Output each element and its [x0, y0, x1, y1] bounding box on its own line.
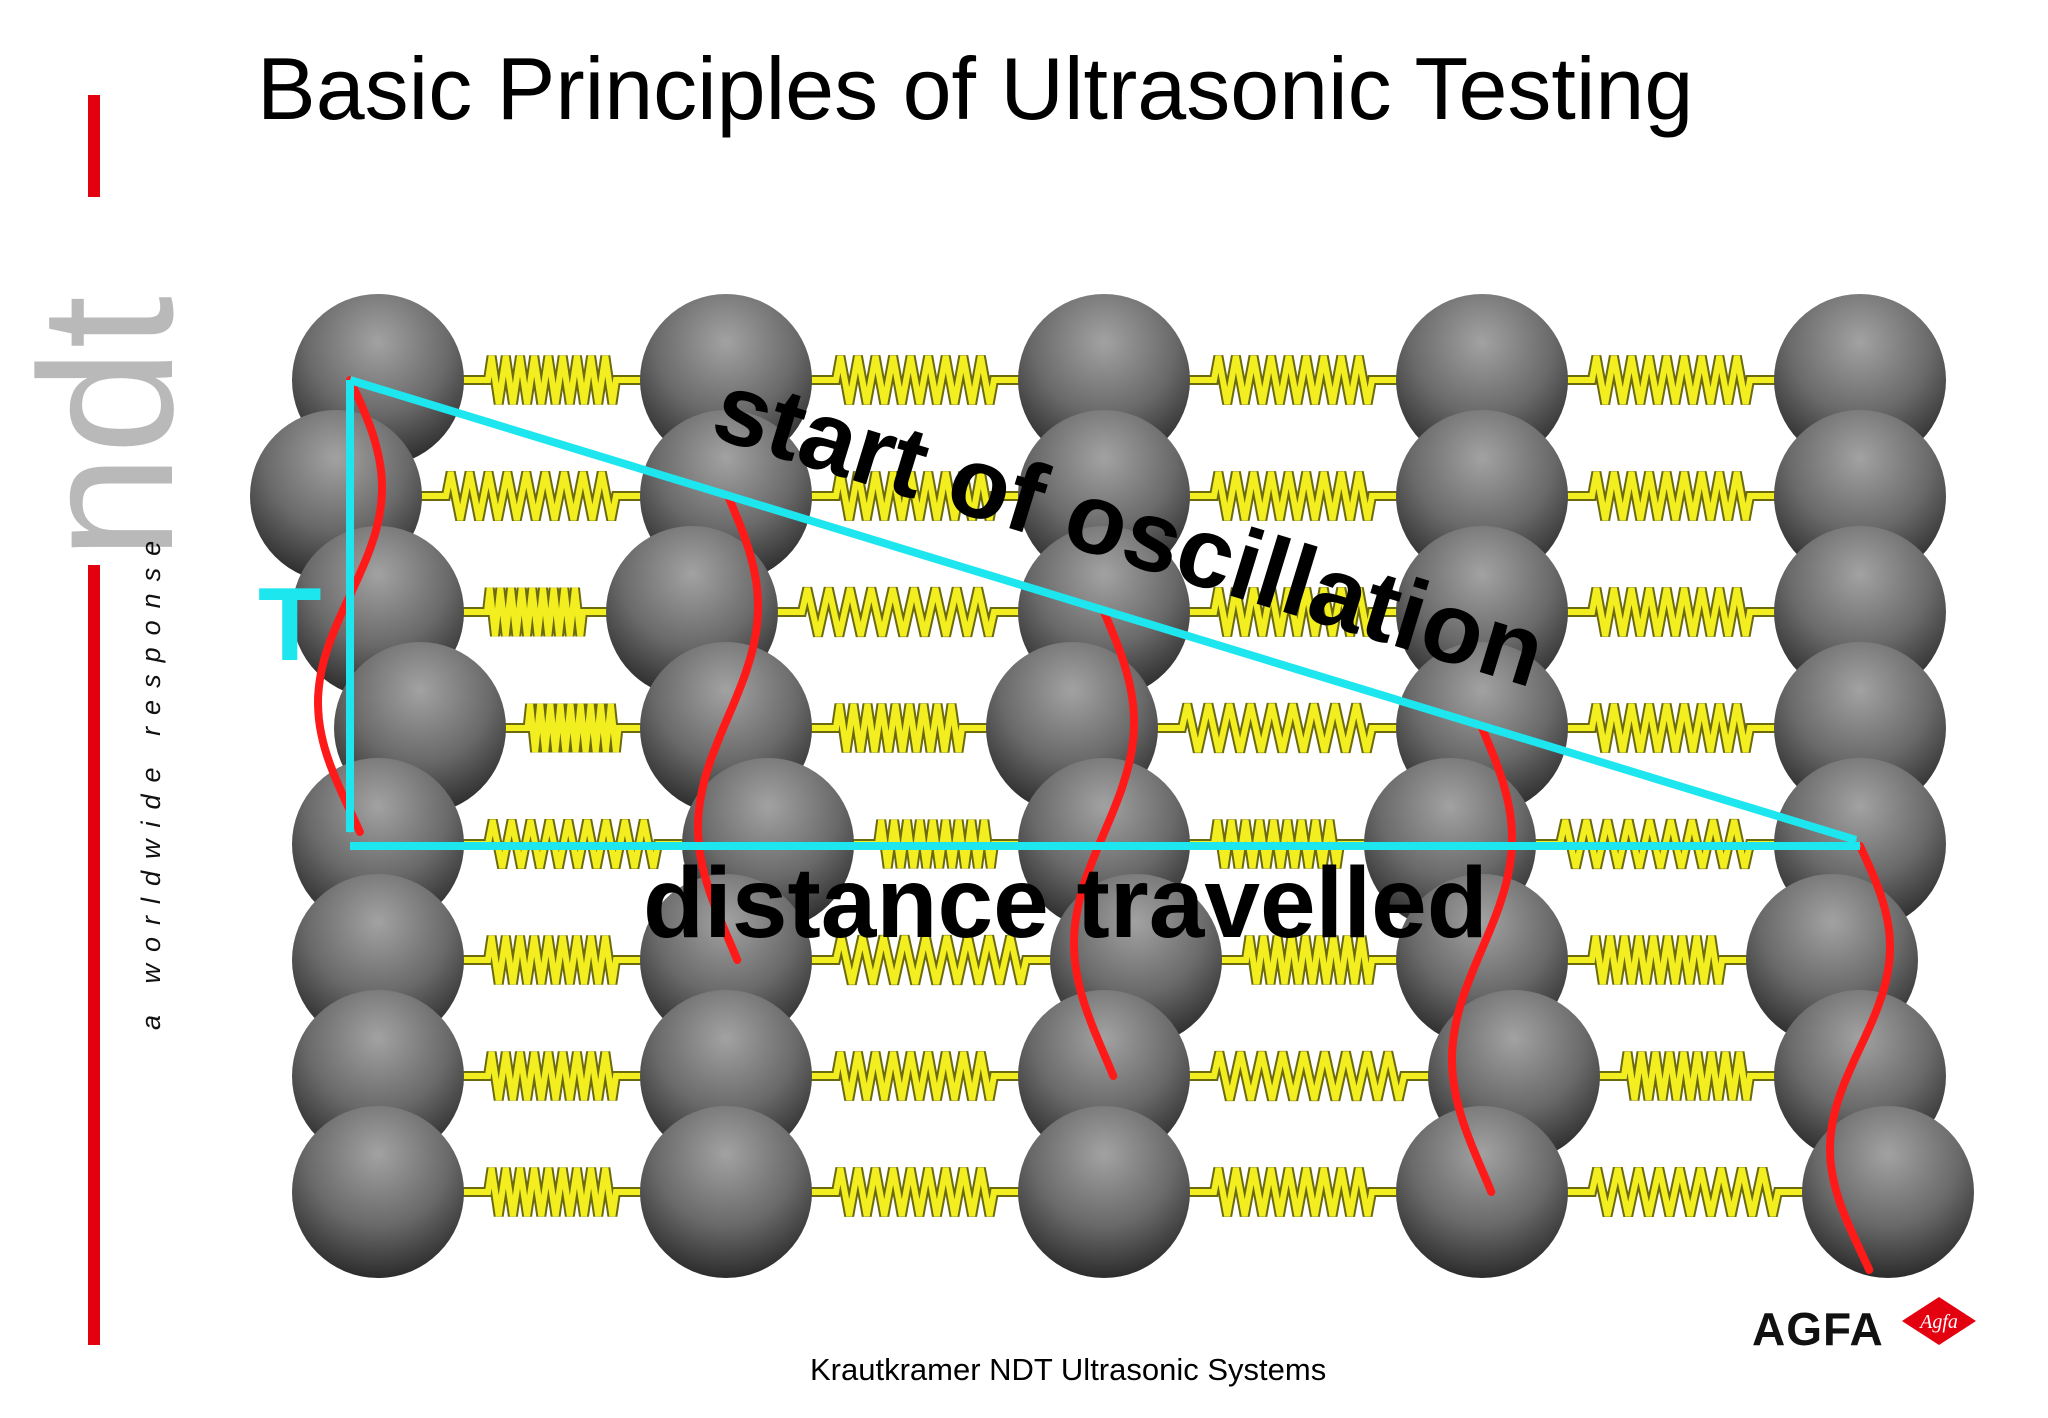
- spring-r1-c3: [1186, 355, 1400, 405]
- wave-trace-2: [693, 492, 763, 964]
- agfa-badge-text: Agfa: [1918, 1311, 1958, 1333]
- spring-r8-c2: [808, 1167, 1022, 1217]
- spring-r4-c1: [502, 703, 644, 753]
- logo-red-bar-top: [88, 95, 100, 197]
- agfa-badge-icon: Agfa: [1902, 1297, 1976, 1345]
- particle-c4-r8: [1396, 1106, 1568, 1278]
- spring-r4-c4: [1564, 703, 1778, 753]
- distance-label: distance travelled: [643, 847, 1488, 959]
- period-label: T: [258, 567, 322, 683]
- spring-r8-c4: [1564, 1166, 1806, 1218]
- particles-layer: [250, 294, 1974, 1278]
- spring-r2-c2: [808, 471, 1022, 521]
- spring-r6-c1: [460, 935, 644, 985]
- spring-r2-c1: [418, 471, 644, 521]
- spring-r6-c3: [1218, 935, 1400, 985]
- spring-r7-c4: [1596, 1051, 1778, 1101]
- spring-r2-c4: [1564, 471, 1778, 521]
- spring-r1-c4: [1564, 355, 1778, 405]
- particle-c1-r8: [292, 1106, 464, 1278]
- agfa-logo-text: AGFA: [1752, 1303, 1884, 1355]
- wave-trace-4: [1447, 724, 1517, 1196]
- spring-r8-c3: [1186, 1167, 1400, 1217]
- spring-r3-c3: [1186, 587, 1400, 637]
- wave-trace-5: [1825, 842, 1895, 1274]
- page-title: Basic Principles of Ultrasonic Testing: [257, 39, 1694, 138]
- spring-r3-c4: [1564, 587, 1778, 637]
- spring-r1-c2: [808, 355, 1022, 405]
- footer-text: Krautkramer NDT Ultrasonic Systems: [810, 1352, 1327, 1387]
- spring-r3-c2: [774, 586, 1022, 638]
- spring-r1-c1: [460, 355, 644, 405]
- spring-r7-c2: [808, 1051, 1022, 1101]
- spring-r3-c1: [460, 587, 610, 637]
- spring-r8-c1: [460, 1167, 644, 1217]
- wave-trace-1: [313, 376, 387, 836]
- spring-r2-c3: [1186, 471, 1400, 521]
- spring-r6-c2: [808, 934, 1054, 986]
- spring-r6-c4: [1564, 935, 1750, 985]
- particle-c2-r8: [640, 1106, 812, 1278]
- spring-r4-c2: [808, 703, 990, 753]
- springs-layer: [418, 355, 1806, 1218]
- spring-r7-c1: [460, 1051, 644, 1101]
- spring-r7-c3: [1186, 1050, 1432, 1102]
- logo-red-bar-bottom: [88, 565, 100, 1345]
- oscillation-arrow: [348, 376, 1858, 844]
- logo-ndt-text: ndt: [1, 296, 190, 560]
- ndt-logo: ndt: [1, 95, 190, 1345]
- spring-r4-c3: [1154, 702, 1400, 754]
- particle-c3-r8: [1018, 1106, 1190, 1278]
- particle-c5-r8: [1802, 1106, 1974, 1278]
- waves-layer: [313, 376, 1895, 1274]
